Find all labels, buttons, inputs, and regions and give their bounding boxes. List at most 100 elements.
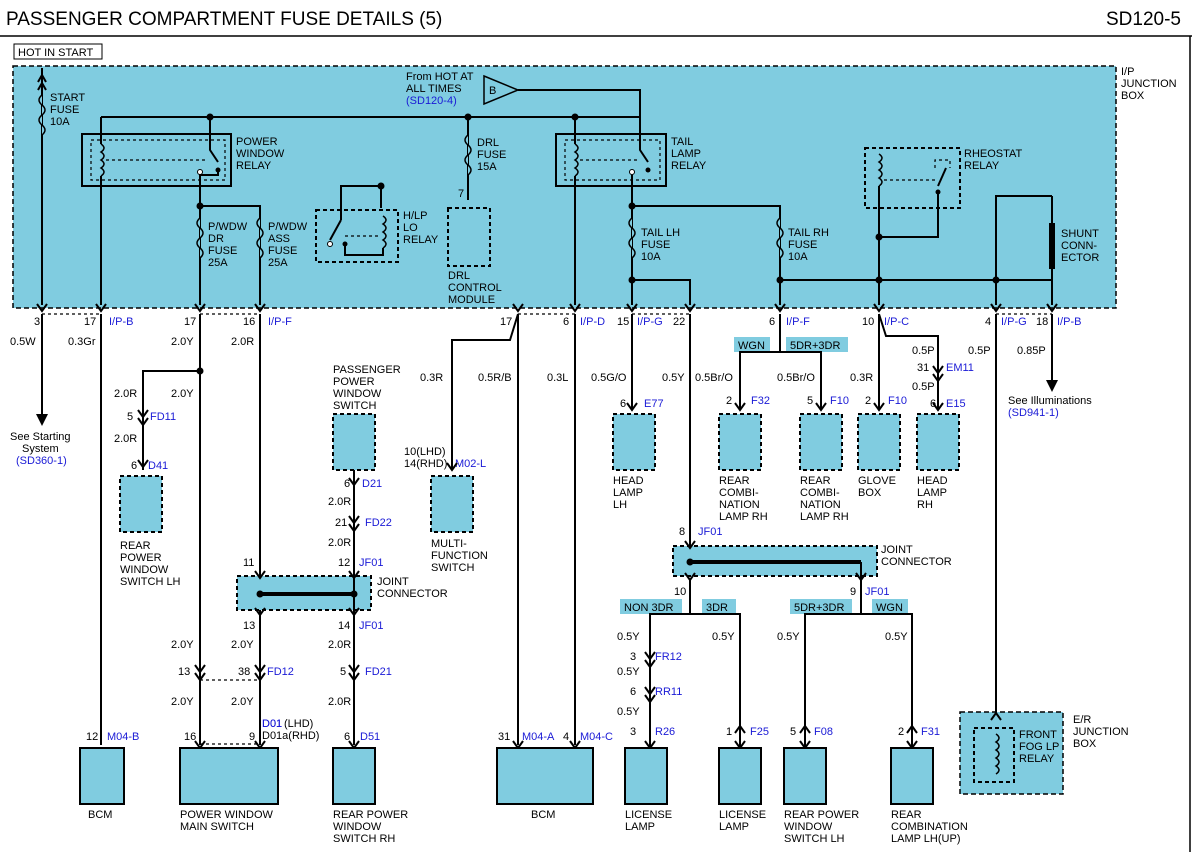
pin-number: 31 (917, 362, 929, 374)
connector-ref: FD21 (365, 666, 392, 678)
svg-text:FUSE: FUSE (268, 245, 297, 257)
variant-tag: WGN (876, 602, 903, 614)
pwdw-dr-fuse-label: P/WDW DR FUSE 25A (208, 221, 248, 269)
wire-spec: 2.0Y (171, 639, 194, 651)
wire-spec: 0.5P (912, 381, 935, 393)
connector-ref: F10 (888, 395, 907, 407)
hot-in-start-label: HOT IN START (18, 47, 93, 59)
pwdw-ass-fuse (256, 217, 264, 259)
svg-text:COMBI-: COMBI- (719, 487, 759, 499)
pin-number: 5 (807, 395, 813, 407)
connector-ref: D51 (360, 731, 380, 743)
svg-text:BOX: BOX (1121, 90, 1145, 102)
front-fog-lamp-relay (973, 727, 1015, 783)
svg-text:GLOVE: GLOVE (858, 475, 896, 487)
svg-text:LAMP: LAMP (625, 821, 655, 833)
pin-number: 9 (249, 731, 255, 743)
ip-junction-box-label: I/P JUNCTION BOX (1121, 66, 1177, 102)
svg-text:MODULE: MODULE (448, 294, 495, 306)
svg-text:CONN-: CONN- (1061, 240, 1097, 252)
ip-pin-number: 17 (184, 316, 196, 328)
svg-text:JUNCTION: JUNCTION (1121, 78, 1177, 90)
pin-number: 6 (344, 731, 350, 743)
svg-text:REAR: REAR (120, 540, 151, 552)
svg-text:RELAY: RELAY (964, 160, 1000, 172)
variant-tag: 3DR (706, 602, 728, 614)
svg-text:FUSE: FUSE (50, 104, 79, 116)
wire-spec: 0.5R/B (478, 372, 512, 384)
connector-ref: FR12 (655, 651, 682, 663)
rear-power-window-switch-rh-box (332, 747, 376, 805)
pin-number: 4 (563, 731, 569, 743)
wire-spec: 0.5G/O (591, 372, 627, 384)
passenger-power-window-switch-box (332, 413, 376, 471)
svg-text:FUSE: FUSE (788, 239, 817, 251)
ip-connector-markers (36, 303, 1058, 313)
svg-text:LAMP LH(UP): LAMP LH(UP) (891, 833, 960, 845)
from-hot-label: From HOT AT ALL TIMES (SD120-4) (406, 71, 474, 107)
er-junction-box-label: E/R JUNCTION BOX (1073, 714, 1129, 750)
wire-spec: 2.0Y (171, 388, 194, 400)
variant-tag: NON 3DR (624, 602, 674, 614)
svg-text:RELAY: RELAY (1019, 753, 1055, 765)
connector-ref: D41 (148, 460, 168, 472)
connector-ref: M02-L (455, 458, 486, 470)
pin-number: 6 (620, 398, 626, 410)
svg-text:ASS: ASS (268, 233, 290, 245)
svg-text:SWITCH RH: SWITCH RH (333, 833, 395, 845)
drl-fuse (464, 134, 472, 176)
svg-text:SWITCH: SWITCH (431, 562, 474, 574)
wire-spec: 0.5Br/O (695, 372, 733, 384)
connector-ref: FD12 (267, 666, 294, 678)
shunt-connector-label: SHUNT CONN- ECTOR (1061, 228, 1099, 264)
rear-power-window-switch-rh-label: REAR POWER WINDOW SWITCH RH (333, 809, 408, 845)
wire-spec: 2.0Y (171, 336, 194, 348)
rear-combination-lamp-rh-1-label: REAR COMBI- NATION LAMP RH (719, 475, 768, 523)
connector-ref: EM11 (946, 362, 974, 374)
svg-text:7: 7 (458, 188, 464, 200)
wire-spec: 0.5P (968, 345, 991, 357)
wire-spec: 0.85P (1017, 345, 1046, 357)
svg-text:POWER WINDOW: POWER WINDOW (180, 809, 273, 821)
svg-text:SHUNT: SHUNT (1061, 228, 1099, 240)
svg-text:FRONT: FRONT (1019, 729, 1057, 741)
svg-text:ECTOR: ECTOR (1061, 252, 1099, 264)
svg-text:REAR: REAR (719, 475, 750, 487)
wire-spec: 0.5Y (712, 631, 735, 643)
rear-combination-lamp-lh-box (890, 747, 934, 805)
license-lamp-2-label: LICENSE LAMP (719, 809, 766, 833)
svg-text:LO: LO (403, 222, 418, 234)
connector-ref: D21 (362, 478, 382, 490)
ip-pin-number: 18 (1036, 316, 1048, 328)
shunt-connector (1049, 223, 1055, 269)
connector-ref: M04-A (522, 731, 555, 743)
svg-text:BOX: BOX (1073, 738, 1097, 750)
pin-number: 31 (498, 731, 510, 743)
variant-tag: WGN (738, 340, 765, 352)
tail-lh-fuse-label: TAIL LH FUSE 10A (641, 227, 680, 263)
hot-feed-wire (518, 89, 641, 117)
bcm-right (496, 747, 594, 805)
wire-spec: 2.0Y (231, 639, 254, 651)
svg-text:PASSENGER: PASSENGER (333, 364, 401, 376)
pin-number: 1 (726, 726, 732, 738)
svg-text:14(RHD): 14(RHD) (404, 458, 447, 470)
svg-text:START: START (50, 92, 85, 104)
variant-tag-bg (734, 337, 770, 352)
connector-ref: I/P-F (268, 316, 292, 328)
svg-text:(LHD): (LHD) (284, 718, 313, 730)
connector-ref: R26 (655, 726, 675, 738)
svg-text:LH: LH (613, 499, 627, 511)
svg-text:SWITCH LH: SWITCH LH (784, 833, 845, 845)
connector-ref: F25 (750, 726, 769, 738)
svg-text:LAMP: LAMP (917, 487, 947, 499)
pin-number: 12 (86, 731, 98, 743)
svg-text:LICENSE: LICENSE (719, 809, 766, 821)
wire-spec: 0.3R (420, 372, 443, 384)
connector-b-label: B (489, 85, 496, 97)
rheostat-relay-label: RHEOSTAT RELAY (964, 148, 1023, 172)
